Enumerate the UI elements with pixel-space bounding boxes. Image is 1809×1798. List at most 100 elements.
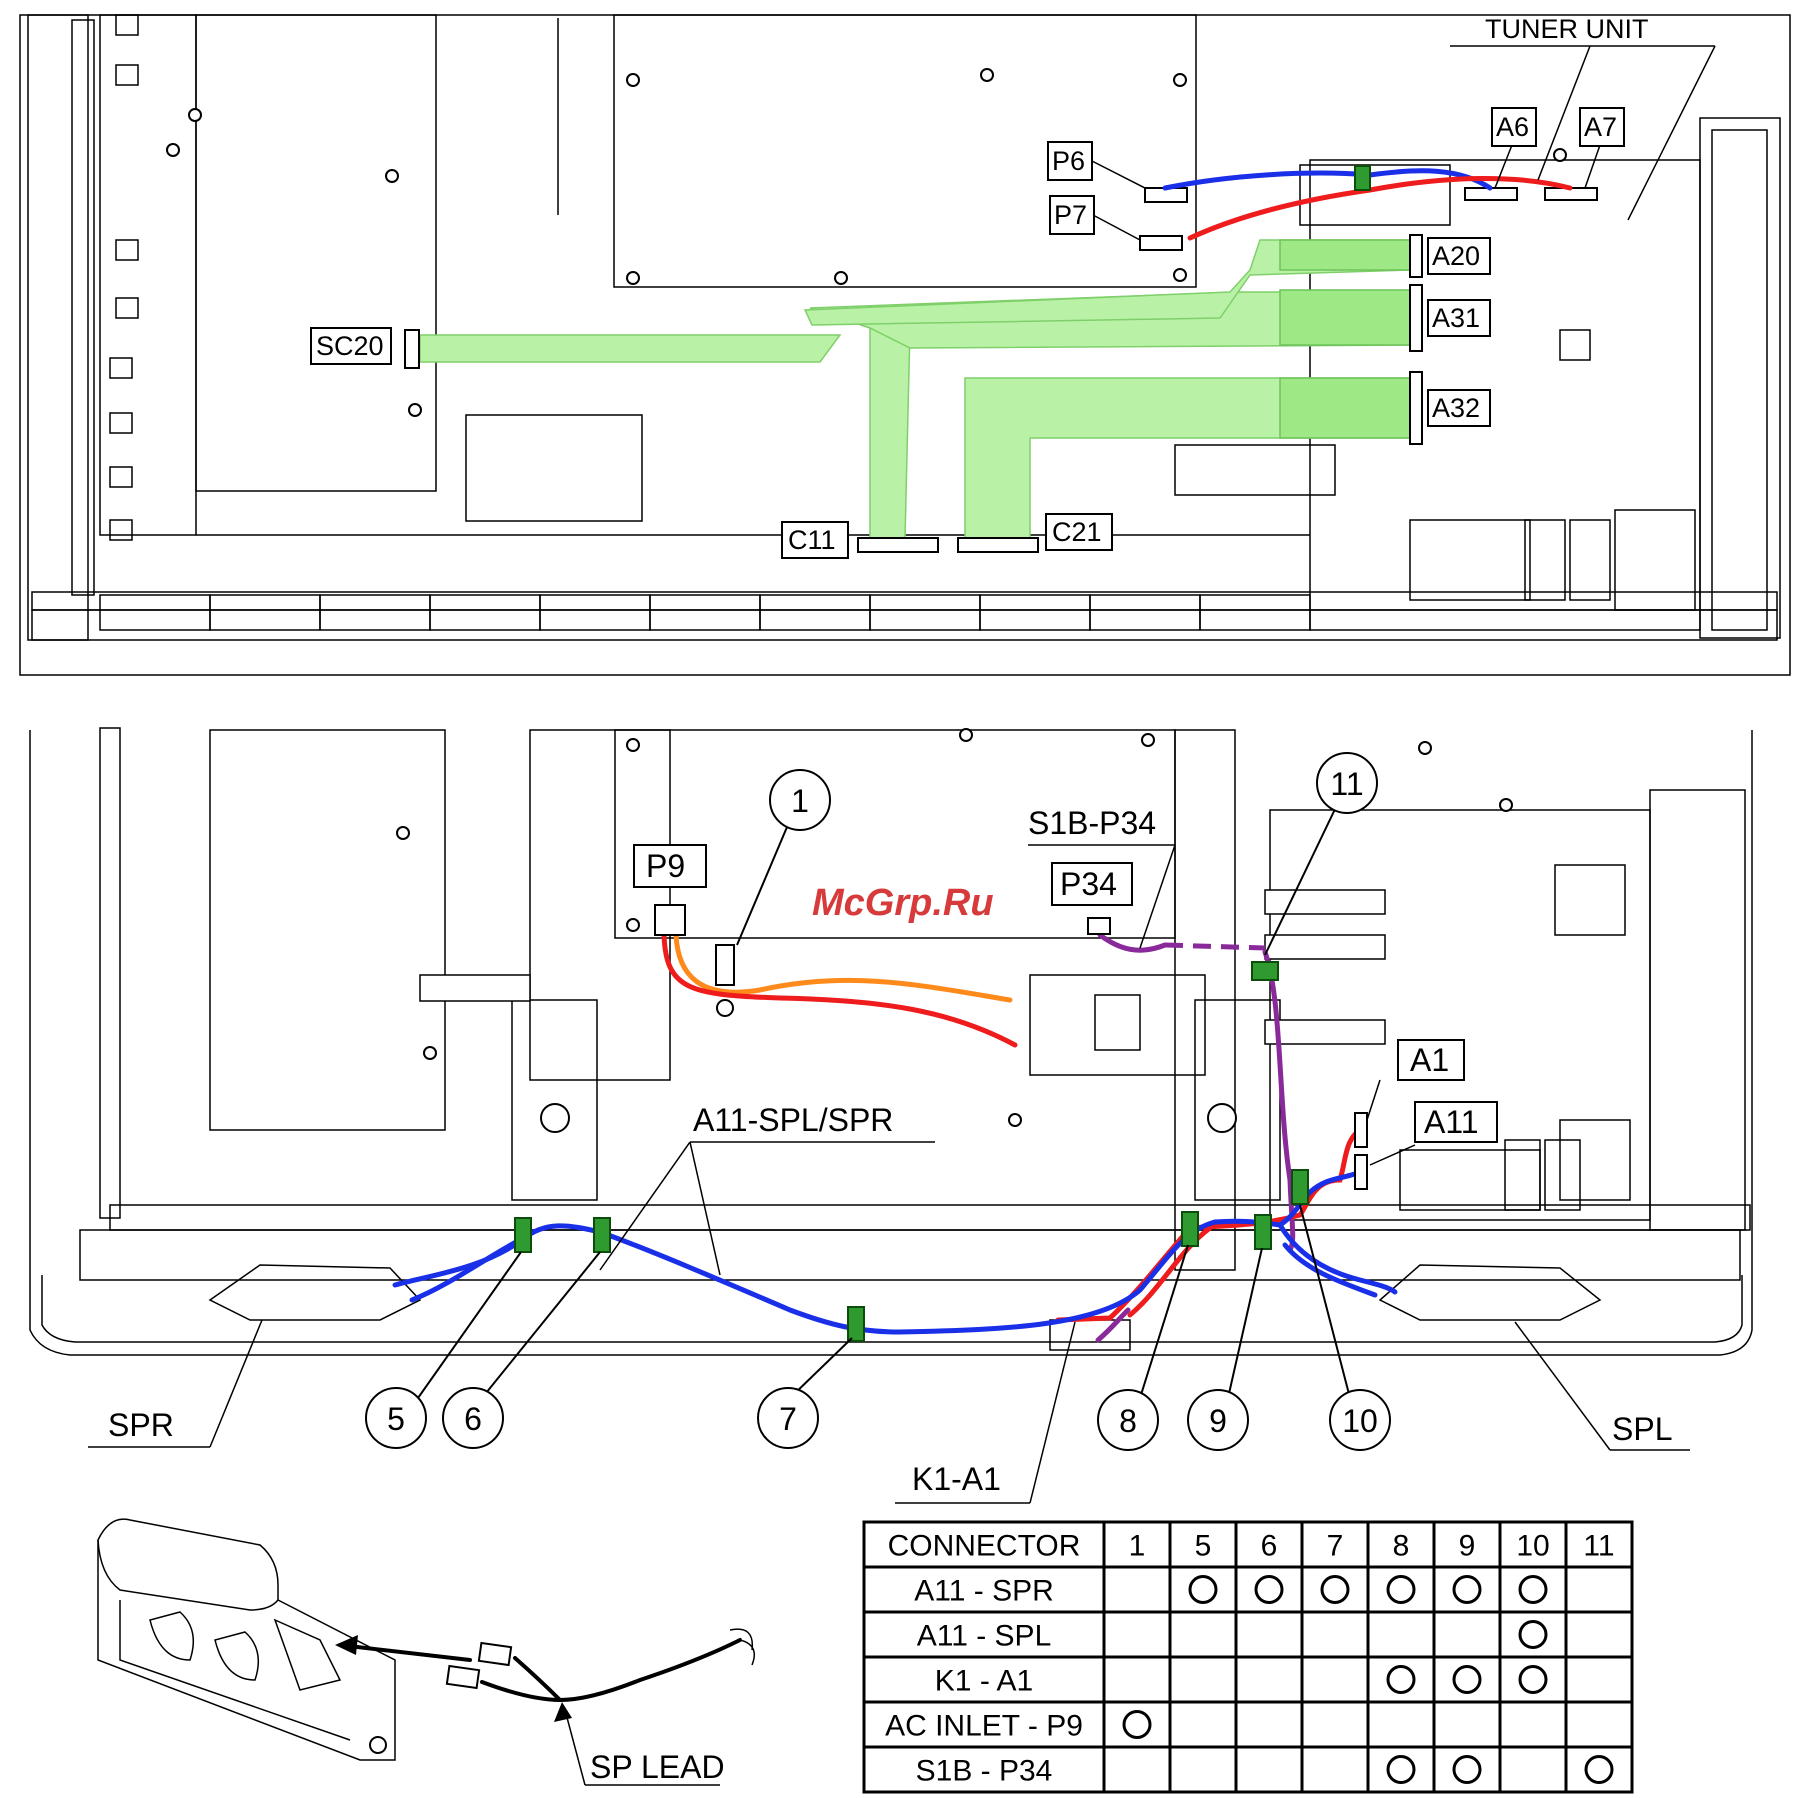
table-mark	[1388, 1667, 1414, 1693]
leader-11	[1265, 805, 1337, 955]
label-a32: A32	[1432, 393, 1480, 423]
table-header-clamp: 6	[1261, 1530, 1278, 1563]
label-spr: SPR	[108, 1407, 174, 1443]
label-c11: C11	[788, 525, 836, 555]
bottom-ribbon	[1265, 1020, 1385, 1044]
connector-a20-head	[1410, 235, 1422, 277]
table-header-clamp: 8	[1393, 1530, 1410, 1563]
hole	[1174, 269, 1186, 281]
tuner-jack	[1570, 520, 1610, 600]
bottom-socket-row	[100, 595, 1310, 630]
hole	[1174, 74, 1186, 86]
tuner-chip	[1560, 330, 1590, 360]
callout-5: 5	[387, 1401, 405, 1437]
table-mark	[1256, 1577, 1282, 1603]
right-edge-bracket-inner	[1712, 130, 1767, 630]
table-mark	[1388, 1757, 1414, 1783]
top-bottom-rail	[32, 610, 1777, 640]
bottom-ribbon	[1265, 890, 1385, 914]
hole	[386, 170, 398, 182]
ribbon-a31-end	[1280, 290, 1410, 345]
ferrite-core	[716, 945, 734, 985]
table-mark	[1586, 1757, 1612, 1783]
table-header-clamp: 7	[1327, 1530, 1344, 1563]
hole	[424, 1047, 436, 1059]
connector-c11-head	[858, 538, 938, 552]
bottom-ribbon	[1265, 935, 1385, 959]
ribbon-a20-end	[1280, 240, 1410, 270]
table-header-clamp: 1	[1129, 1530, 1146, 1563]
hole	[627, 739, 639, 751]
table-mark	[1454, 1757, 1480, 1783]
hole	[1142, 734, 1154, 746]
top-view: TUNER UNIT P6 P7 A6 A7 A20 A31 A32 SC20 …	[20, 14, 1790, 675]
clamp-5	[515, 1218, 531, 1252]
label-a11-spl-spr: A11-SPL/SPR	[693, 1102, 893, 1138]
label-a31: A31	[1432, 303, 1480, 333]
sp-lead-arrow	[335, 1635, 358, 1655]
label-sp-lead: SP LEAD	[590, 1749, 725, 1785]
pad	[110, 358, 132, 378]
bracket-plate	[466, 415, 642, 521]
sp-lead-terminal	[479, 1643, 511, 1665]
table-row-name: A11 - SPL	[917, 1620, 1052, 1653]
leader-a11-spl-spr-a	[690, 1142, 720, 1275]
leader-spr	[210, 1320, 262, 1447]
clamp-10	[1292, 1170, 1308, 1204]
bottom-chassis-frame	[30, 730, 1752, 1355]
leader-7	[790, 1338, 852, 1398]
connector-a32-head	[1410, 372, 1422, 444]
table-row-name: K1 - A1	[935, 1665, 1033, 1698]
hole	[1500, 799, 1512, 811]
bottom-module	[1560, 1120, 1630, 1200]
ribbon-c11	[870, 328, 910, 538]
table-mark	[1124, 1712, 1150, 1738]
bracket-plate	[1175, 445, 1335, 495]
bottom-mid-rail-1	[530, 730, 670, 1080]
leader-p7	[1093, 215, 1140, 240]
pad	[116, 298, 138, 318]
label-a1: A1	[1410, 1042, 1449, 1078]
label-a7: A7	[1584, 112, 1617, 142]
callout-10: 10	[1342, 1403, 1378, 1439]
label-s1b-p34: S1B-P34	[1028, 805, 1156, 841]
left-edge-strip	[28, 15, 88, 640]
tuner-module	[1615, 510, 1695, 610]
central-board	[614, 15, 1196, 287]
hole	[1009, 1114, 1021, 1126]
clamp-11	[1252, 962, 1278, 980]
table-row-name: AC INLET - P9	[885, 1710, 1083, 1743]
table-header-clamp: 11	[1583, 1530, 1614, 1563]
leader-a7	[1585, 145, 1600, 188]
watermark: McGrp.Ru	[812, 882, 994, 924]
label-p9: P9	[646, 848, 685, 884]
speaker-cutout	[150, 1612, 193, 1660]
bottom-left-board	[210, 730, 445, 1130]
blue-wire-spr-b	[412, 1240, 520, 1300]
k1-board	[1050, 1320, 1130, 1350]
callout-9: 9	[1209, 1403, 1227, 1439]
speaker-cutout	[215, 1632, 258, 1680]
label-p6: P6	[1052, 146, 1085, 176]
pad	[110, 413, 132, 433]
callout-8: 8	[1119, 1403, 1137, 1439]
bottom-view: 1 11 5 6 7 8 9 10 P9 P34 A1 A11 S1B-P34 …	[30, 728, 1752, 1503]
table-mark	[1454, 1577, 1480, 1603]
hole	[627, 919, 639, 931]
hole	[397, 827, 409, 839]
callout-1: 1	[791, 783, 809, 819]
hole	[960, 729, 972, 741]
ac-inlet-box	[1030, 975, 1205, 1075]
speaker-screw	[370, 1737, 386, 1753]
hole	[409, 404, 421, 416]
hole	[189, 109, 201, 121]
tuner-jack	[1525, 520, 1565, 600]
table-mark	[1520, 1667, 1546, 1693]
table-header-connector: CONNECTOR	[888, 1530, 1081, 1563]
left-connector-strip	[72, 20, 94, 595]
pad	[116, 240, 138, 260]
leader-6	[482, 1252, 600, 1398]
leader-spl	[1515, 1322, 1610, 1450]
table-mark	[1454, 1667, 1480, 1693]
ribbon-a32-end	[1280, 378, 1410, 438]
